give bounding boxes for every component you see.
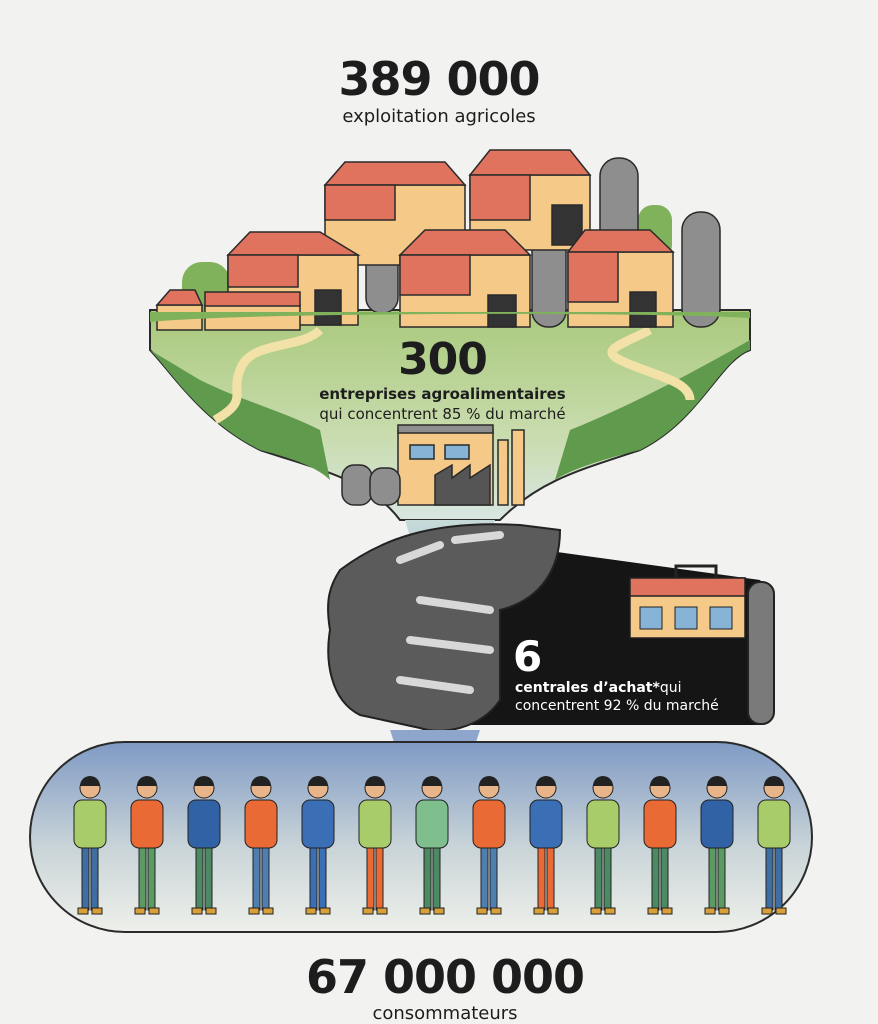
retail-label-line1: centrales d’achat*qui <box>515 680 681 696</box>
person-figure <box>130 776 164 915</box>
farms-number: 389 000 <box>338 52 540 106</box>
person-figure <box>586 776 620 915</box>
consumers-label: consommateurs <box>372 1003 518 1024</box>
retail-label: concentrent 92 % du marché <box>515 698 719 714</box>
consumers-number: 67 000 000 <box>305 950 585 1004</box>
person-figure <box>643 776 677 915</box>
industry-number: 300 <box>398 334 488 385</box>
person-figure <box>358 776 392 915</box>
hand-with-sleeve <box>327 523 775 732</box>
factory-illustration <box>341 424 525 506</box>
farm-buildings <box>150 149 750 331</box>
field-funnel <box>149 309 751 570</box>
person-figure <box>301 776 335 915</box>
person-figure <box>187 776 221 915</box>
person-figure <box>700 776 734 915</box>
farms-label: exploitation agricoles <box>342 106 536 127</box>
person-figure <box>415 776 449 915</box>
person-figure <box>757 776 791 915</box>
person-figure <box>244 776 278 915</box>
people-group <box>73 776 791 915</box>
person-figure <box>73 776 107 915</box>
industry-label: qui concentrent 85 % du marché <box>319 405 566 423</box>
retail-label-suffix: qui <box>659 680 682 696</box>
industry-label-bold: entreprises agroalimentaires <box>319 385 566 403</box>
person-figure <box>472 776 506 915</box>
person-figure <box>529 776 563 915</box>
retail-number: 6 <box>513 632 542 681</box>
retail-label-bold: centrales d’achat* <box>515 680 660 696</box>
